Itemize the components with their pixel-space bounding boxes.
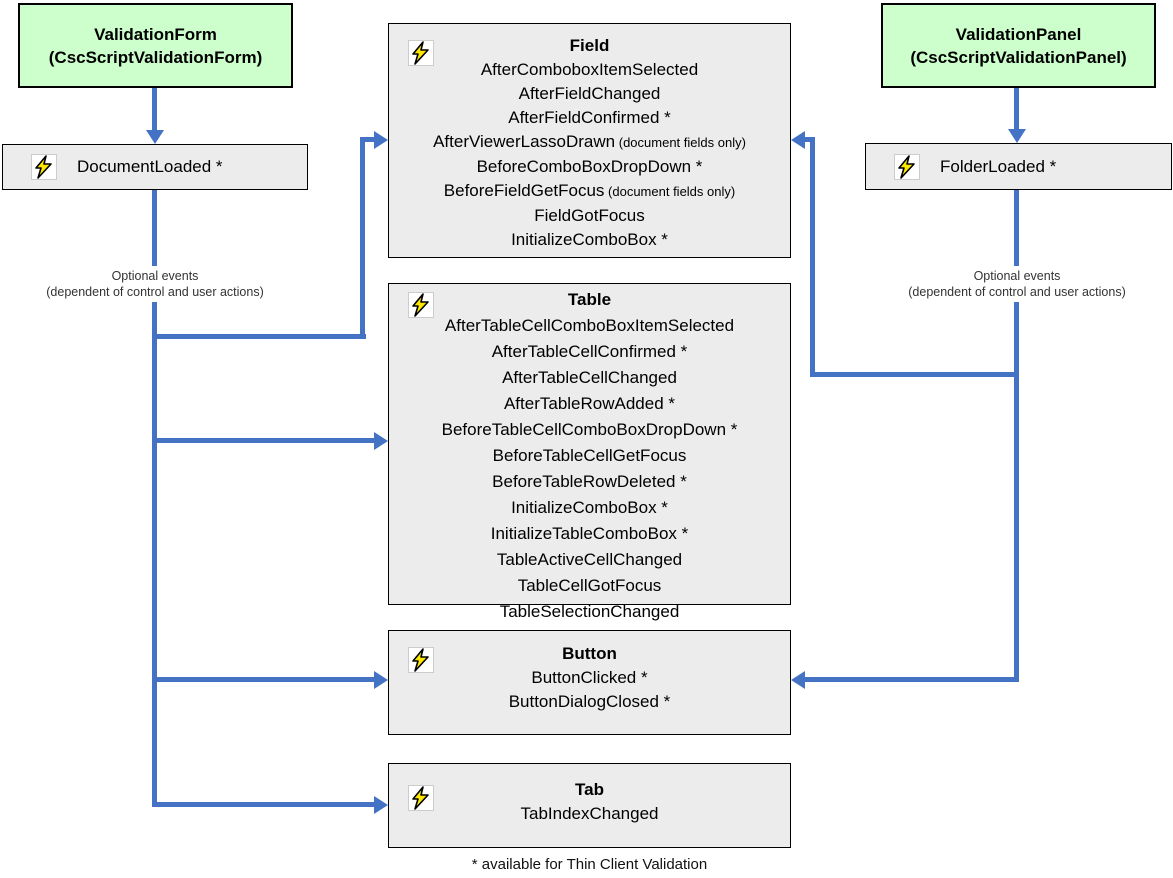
line-left-main: [152, 190, 157, 807]
event-item: TableActiveCellChanged: [496, 550, 683, 569]
documentloaded-label: DocumentLoaded *: [77, 157, 223, 176]
arrow-shaft: [360, 137, 365, 339]
event-item: AfterFieldChanged: [518, 84, 661, 103]
validationpanel-box: ValidationPanel (CscScriptValidationPane…: [881, 3, 1156, 88]
tab-events-box: Tab TabIndexChanged: [388, 763, 791, 848]
optional-events-label-right: Optional events (dependent of control an…: [872, 266, 1162, 302]
folderloaded-box: FolderLoaded *: [865, 143, 1172, 190]
arrow-shaft: [152, 802, 375, 807]
event-item: TabIndexChanged: [520, 804, 659, 823]
thin-client-footnote: * available for Thin Client Validation: [471, 856, 708, 873]
arrow-shaft: [1014, 88, 1019, 130]
arrowhead-left-icon: [791, 671, 805, 689]
arrow-shaft: [804, 137, 812, 142]
event-item: AfterTableCellChanged: [502, 368, 677, 387]
event-item: InitializeTableComboBox *: [490, 524, 689, 543]
table-events-box: Table AfterTableCellComboBoxItemSelected…: [388, 283, 791, 621]
arrow-shaft: [152, 677, 375, 682]
event-item: ButtonDialogClosed *: [508, 692, 671, 711]
arrowhead-right-icon: [374, 432, 388, 450]
event-item: BeforeComboBoxDropDown *: [476, 157, 703, 176]
button-event-list: ButtonClicked * ButtonDialogClosed *: [389, 666, 790, 714]
arrow-shaft: [152, 334, 366, 339]
validationpanel-title: ValidationPanel: [955, 25, 1082, 44]
event-note: (document fields only): [615, 135, 746, 150]
lightning-icon: [408, 785, 434, 811]
button-events-box: Button ButtonClicked * ButtonDialogClosed…: [388, 630, 791, 735]
arrow-shaft: [810, 137, 815, 377]
arrow-shaft: [805, 677, 1019, 682]
table-box-title: Table: [567, 290, 612, 309]
lightning-icon: [408, 292, 434, 318]
validationform-title: ValidationForm: [94, 25, 217, 44]
tab-event-list: TabIndexChanged: [389, 802, 790, 826]
optional-events-line1: Optional events: [973, 269, 1061, 283]
optional-events-line1: Optional events: [111, 269, 199, 283]
field-box-title: Field: [569, 36, 610, 55]
event-item: AfterFieldConfirmed *: [508, 108, 671, 127]
optional-events-label-left: Optional events (dependent of control an…: [10, 266, 300, 302]
event-item: InitializeComboBox *: [511, 230, 668, 249]
event-item: AfterTableCellConfirmed *: [491, 342, 688, 361]
lightning-icon: [894, 153, 920, 180]
event-item: BeforeTableRowDeleted *: [492, 472, 687, 491]
event-item: BeforeTableCellGetFocus: [492, 446, 687, 465]
folderloaded-label: FolderLoaded *: [940, 156, 1057, 176]
event-item: ButtonClicked *: [531, 668, 648, 687]
event-item: TableSelectionChanged: [499, 602, 680, 621]
arrowhead-right-icon: [374, 671, 388, 689]
arrow-shaft: [810, 372, 1019, 377]
arrow-shaft: [360, 137, 376, 142]
validationform-box: ValidationForm (CscScriptValidationForm): [18, 3, 293, 88]
arrowhead-left-icon: [791, 131, 805, 149]
tab-box-title: Tab: [575, 780, 604, 799]
event-item: AfterTableCellComboBoxItemSelected: [444, 316, 735, 335]
validationpanel-subtitle: (CscScriptValidationPanel): [910, 48, 1127, 67]
event-item: AfterTableRowAdded *: [503, 394, 676, 413]
optional-events-line2: (dependent of control and user actions): [908, 285, 1126, 299]
event-item: InitializeComboBox *: [511, 498, 668, 517]
event-item: FieldGotFocus: [534, 206, 645, 225]
documentloaded-box: DocumentLoaded *: [2, 144, 308, 190]
lightning-icon: [31, 154, 57, 180]
arrowhead-down-icon: [1008, 129, 1026, 143]
event-note: (document fields only): [604, 184, 736, 199]
button-box-title: Button: [562, 644, 617, 663]
event-item: AfterViewerLassoDrawn (document fields o…: [433, 132, 746, 151]
event-item: TableCellGotFocus: [517, 576, 662, 595]
lightning-icon: [408, 647, 434, 673]
arrow-shaft: [152, 88, 157, 131]
event-item: AfterComboboxItemSelected: [480, 60, 699, 79]
arrowhead-down-icon: [146, 130, 164, 144]
event-item: BeforeTableCellComboBoxDropDown *: [441, 420, 738, 439]
arrow-shaft: [152, 438, 375, 443]
event-item: BeforeFieldGetFocus (document fields onl…: [443, 181, 736, 200]
line-right-main: [1014, 190, 1019, 682]
arrowhead-right-icon: [374, 131, 388, 149]
lightning-icon: [408, 40, 434, 66]
optional-events-line2: (dependent of control and user actions): [46, 285, 264, 299]
arrowhead-right-icon: [374, 796, 388, 814]
validationform-subtitle: (CscScriptValidationForm): [48, 48, 263, 67]
